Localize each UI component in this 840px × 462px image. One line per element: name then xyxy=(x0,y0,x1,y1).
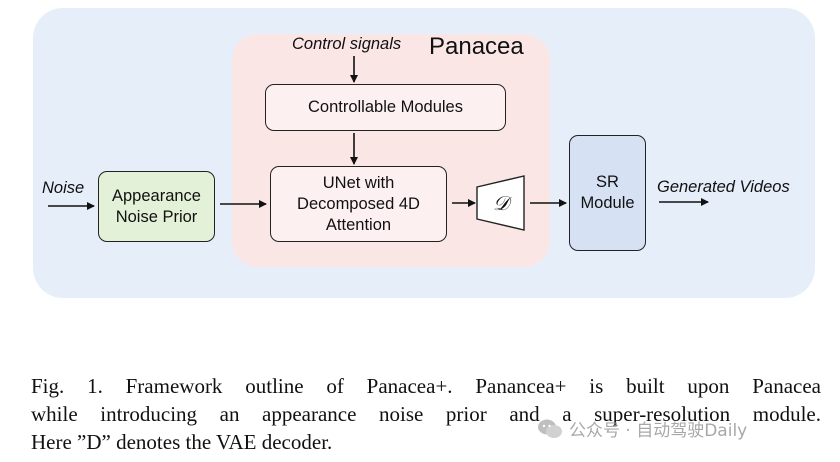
unet-line-3: Attention xyxy=(325,215,392,234)
caption-line-3: Here ”D” denotes the VAE decoder. xyxy=(31,430,333,454)
noise-label: Noise xyxy=(42,179,85,197)
noise-prior-line-2: Noise Prior xyxy=(115,207,198,226)
unet-line-1: UNet with xyxy=(322,173,395,192)
appearance-noise-prior-box: Appearance Noise Prior xyxy=(98,171,215,242)
caption-line-1: Fig. 1. Framework outline of Panacea+. P… xyxy=(31,374,821,398)
unet-line-2: Decomposed 4D xyxy=(297,194,420,213)
wechat-watermark: 公众号 · 自动驾驶Daily xyxy=(537,416,747,441)
figure-caption: Fig. 1. Framework outline of Panacea+. P… xyxy=(31,372,821,456)
sr-line-1: SR xyxy=(596,173,619,191)
controllable-modules-box: Controllable Modules xyxy=(265,84,506,131)
caption-line-2: while introducing an appearance noise pr… xyxy=(31,402,821,426)
vae-decoder-trapezoid: 𝒟 xyxy=(476,175,525,231)
panacea-label: Panacea xyxy=(429,33,524,60)
controllable-modules-text: Controllable Modules xyxy=(307,98,463,116)
decoder-symbol: 𝒟 xyxy=(493,191,513,215)
control-signals-label: Control signals xyxy=(292,35,402,53)
sr-line-2: Module xyxy=(580,194,635,212)
watermark-text: 公众号 · 自动驾驶Daily xyxy=(569,421,748,441)
noise-prior-line-1: Appearance xyxy=(112,186,201,205)
generated-videos-label: Generated Videos xyxy=(657,178,790,196)
unet-box: UNet with Decomposed 4D Attention xyxy=(270,166,447,242)
sr-module-box: SR Module xyxy=(569,135,646,251)
wechat-icon xyxy=(538,419,562,438)
